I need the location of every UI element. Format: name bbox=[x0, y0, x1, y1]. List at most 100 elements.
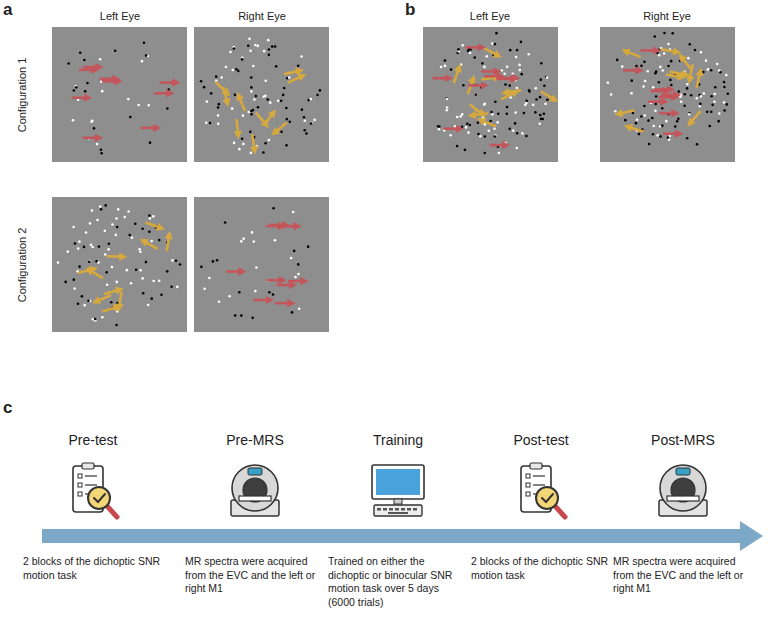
column-label: Left Eye bbox=[440, 8, 540, 24]
dot bbox=[100, 152, 103, 155]
motion-arrow bbox=[475, 113, 488, 115]
dot bbox=[275, 65, 278, 68]
motion-arrow bbox=[226, 270, 239, 273]
dot bbox=[209, 122, 212, 125]
dot bbox=[297, 263, 300, 266]
dot bbox=[540, 118, 543, 121]
dot bbox=[670, 84, 673, 87]
motion-arrow bbox=[288, 77, 300, 83]
dot bbox=[661, 69, 664, 72]
dot bbox=[655, 95, 658, 98]
dot bbox=[668, 138, 671, 141]
mri-icon bbox=[659, 465, 707, 516]
dot bbox=[101, 90, 104, 93]
dot bbox=[723, 109, 726, 112]
dot bbox=[88, 260, 91, 263]
dot bbox=[87, 299, 90, 302]
dot bbox=[484, 103, 487, 106]
dot bbox=[652, 86, 655, 89]
dot bbox=[83, 59, 86, 62]
stand bbox=[394, 499, 402, 504]
motion-arrow bbox=[659, 112, 672, 115]
keyboard bbox=[374, 505, 422, 516]
dot bbox=[481, 62, 484, 65]
row-label: Configuration 1 bbox=[14, 25, 30, 165]
dot bbox=[616, 59, 619, 62]
dot bbox=[139, 269, 142, 272]
dot bbox=[300, 55, 303, 58]
dot bbox=[251, 231, 254, 234]
dot bbox=[268, 48, 271, 51]
computer-icon bbox=[372, 465, 424, 516]
dot bbox=[454, 125, 457, 128]
dot bbox=[710, 69, 713, 72]
dot bbox=[268, 139, 271, 142]
panel-letter: c bbox=[3, 398, 23, 418]
dot bbox=[205, 121, 208, 124]
dot bbox=[145, 261, 148, 264]
dot bbox=[305, 132, 308, 135]
dot bbox=[607, 81, 610, 84]
dot bbox=[678, 90, 681, 93]
dot bbox=[104, 253, 107, 256]
dot bbox=[217, 122, 220, 125]
dot bbox=[262, 95, 265, 98]
dot bbox=[171, 259, 174, 262]
dot bbox=[160, 293, 163, 296]
dot bbox=[514, 79, 517, 82]
dot bbox=[714, 86, 717, 89]
dot bbox=[215, 75, 218, 78]
check-box bbox=[526, 474, 530, 478]
dot bbox=[469, 52, 472, 55]
motion-arrow bbox=[237, 119, 238, 132]
dot bbox=[107, 248, 110, 251]
dot bbox=[158, 239, 161, 242]
stage-description: MR spectra were acquired from the EVC an… bbox=[185, 555, 325, 596]
dot bbox=[527, 53, 530, 56]
motion-arrow bbox=[648, 100, 661, 103]
dot bbox=[546, 76, 549, 79]
dot bbox=[100, 208, 103, 211]
dot bbox=[217, 106, 220, 109]
dot bbox=[479, 135, 482, 138]
motion-arrow bbox=[167, 238, 169, 251]
stimulus-panel bbox=[52, 27, 187, 162]
dot bbox=[688, 43, 691, 46]
dot bbox=[461, 125, 464, 128]
dot bbox=[116, 226, 119, 229]
dot bbox=[445, 109, 448, 112]
dot bbox=[250, 113, 253, 116]
timeline-head bbox=[740, 521, 763, 551]
dot bbox=[488, 129, 491, 132]
dot bbox=[710, 95, 713, 98]
dot bbox=[694, 49, 697, 52]
dot bbox=[532, 104, 535, 107]
motion-arrow bbox=[623, 69, 636, 72]
dot bbox=[699, 103, 702, 106]
motion-arrow bbox=[281, 225, 294, 228]
dot bbox=[249, 50, 252, 53]
column-label: Right Eye bbox=[212, 8, 312, 24]
dot bbox=[77, 247, 80, 250]
dot bbox=[141, 227, 144, 230]
dot bbox=[218, 300, 221, 303]
dot bbox=[725, 103, 728, 106]
dot bbox=[703, 92, 706, 95]
dot bbox=[494, 43, 497, 46]
dot bbox=[91, 318, 94, 321]
dot bbox=[301, 108, 304, 111]
motion-arrow bbox=[490, 144, 503, 147]
motion-arrow bbox=[102, 80, 115, 83]
dot bbox=[285, 107, 288, 110]
dot bbox=[166, 107, 169, 110]
check-box bbox=[78, 483, 82, 487]
dot bbox=[498, 152, 501, 155]
dot bbox=[518, 64, 521, 67]
dot bbox=[78, 240, 81, 243]
dot bbox=[218, 103, 221, 106]
dot bbox=[319, 89, 322, 92]
dot bbox=[75, 86, 78, 89]
dot bbox=[271, 45, 274, 48]
dot bbox=[111, 223, 114, 226]
motion-arrow bbox=[501, 94, 513, 100]
